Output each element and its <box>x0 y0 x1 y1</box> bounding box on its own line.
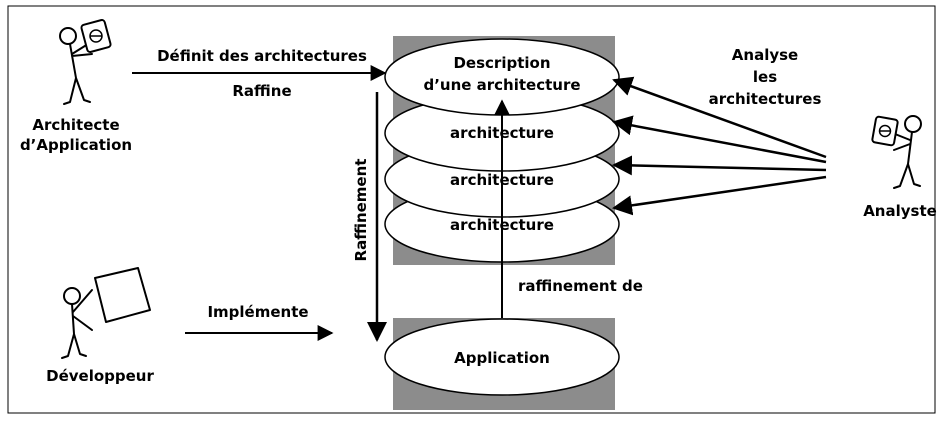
frame-border <box>7 5 936 414</box>
arrow-analyse-3 <box>612 155 827 176</box>
actor-label-developpeur: Développeur <box>46 367 154 385</box>
architecte-figure-icon <box>59 19 112 105</box>
description-label-line1: Description <box>453 54 550 72</box>
actor-label-architecte-line2: d’Application <box>20 136 132 154</box>
developpeur-figure-icon <box>61 267 151 359</box>
edge-label-implemente: Implémente <box>207 303 308 321</box>
edge-label-raffinement-de: raffinement de <box>518 277 643 295</box>
arrow-analyse-2 <box>612 115 827 164</box>
description-label-line2: d’une architecture <box>423 76 580 94</box>
actor-label-architecte-line1: Architecte <box>32 116 119 134</box>
edge-label-analyse-line3: architectures <box>709 90 822 108</box>
analyste-figure-icon <box>871 115 922 189</box>
arrow-analyse-1 <box>612 76 827 159</box>
application-ellipse <box>384 318 620 396</box>
edge-label-raffinement: Raffinement <box>352 159 370 262</box>
actor-label-analyste: Analyste <box>863 202 937 220</box>
edge-label-analyse-line2: les <box>753 68 777 86</box>
edge-label-analyse-line1: Analyse <box>732 46 798 64</box>
application-label: Application <box>454 349 550 367</box>
edge-label-definit: Définit des architectures <box>157 47 367 65</box>
edge-label-raffine: Raffine <box>232 82 291 100</box>
arrow-analyse-4 <box>612 175 827 216</box>
